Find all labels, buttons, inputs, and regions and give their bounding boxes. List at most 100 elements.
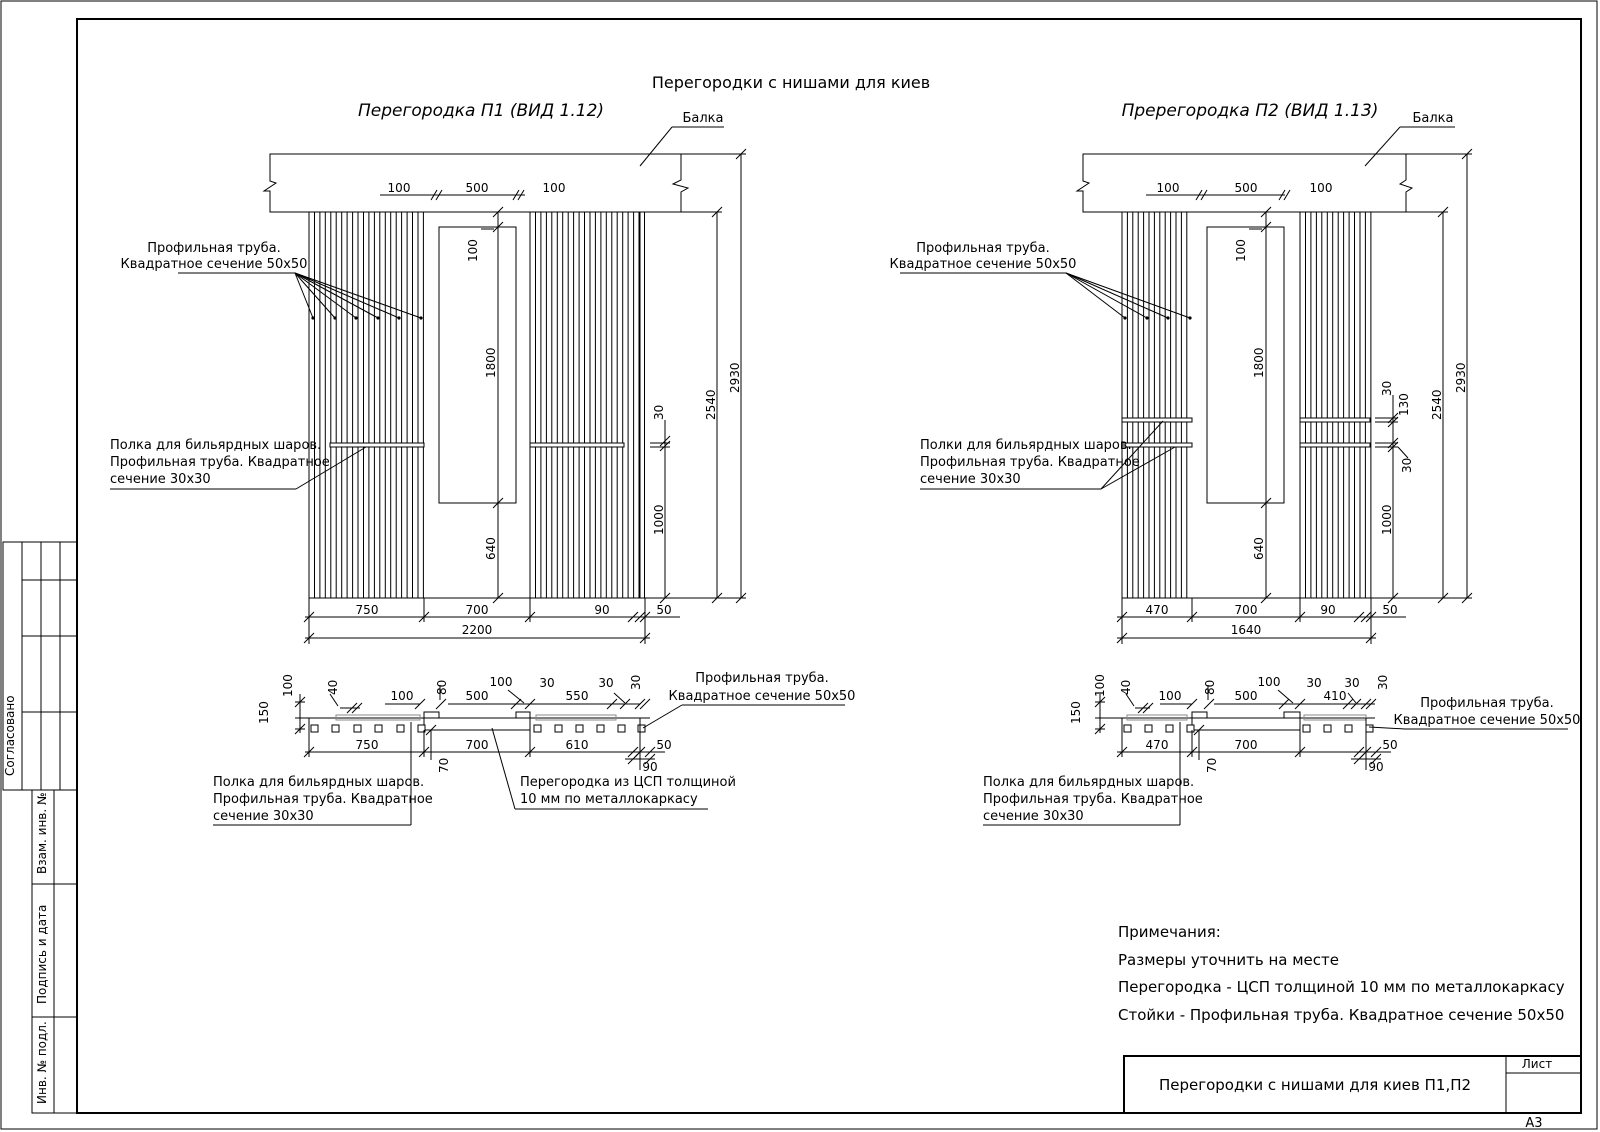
p2-dim-top-mid: 500	[1235, 181, 1258, 195]
plan-post	[596, 724, 605, 733]
p2-dim-shelf-b: 30	[1400, 458, 1414, 473]
notes-line-3: Стойки - Профильная труба. Квадратное се…	[1118, 1006, 1564, 1024]
p1-dim-bot-edge: 50	[656, 603, 671, 617]
plan-post	[1123, 724, 1132, 733]
plan-post	[637, 724, 646, 733]
p1-plan-dim-100b: 100	[490, 675, 513, 689]
p1-plan-dim-150: 150	[257, 701, 271, 724]
p1-dim-bot-right: 90	[594, 603, 609, 617]
p1-dim-niche-bottom: 640	[484, 537, 498, 560]
plan-post	[1144, 724, 1153, 733]
inner-frame	[76, 18, 1582, 1114]
p1-title: Перегородка П1 (ВИД 1.12)	[358, 101, 604, 121]
p2-tube-label-1: Профильная труба.	[916, 241, 1050, 256]
p2-plan-dim-30b: 30	[1344, 676, 1359, 690]
plan-post	[417, 724, 426, 733]
p1-shelf-left	[329, 442, 425, 448]
p2-plan-shelf-label-2: Профильная труба. Квадратное	[983, 792, 1203, 807]
p2-dim-niche-bottom: 640	[1252, 537, 1266, 560]
p1-tube-label-2: Квадратное сечение 50х50	[121, 257, 308, 272]
p1-plan-dim-750: 750	[356, 738, 379, 752]
p1-shelf-label-1: Полка для бильярдных шаров.	[110, 438, 321, 453]
p2-shelf-right-lower	[1299, 442, 1371, 448]
p1-dim-bot-left: 750	[356, 603, 379, 617]
notes: Примечания: Размеры уточнить на месте Пе…	[1118, 923, 1565, 1024]
p1-plan-panel-right	[535, 714, 617, 721]
p1-dim-top-left: 100	[388, 181, 411, 195]
p1-dim-niche-top: 100	[466, 239, 480, 262]
p1-plan-niche	[423, 711, 531, 731]
p2-dim-bot-edge: 50	[1382, 603, 1397, 617]
p1-plan-panel-label-2: 10 мм по металлокаркасу	[520, 792, 698, 807]
p1-plan-shelf-label-2: Профильная труба. Квадратное	[213, 792, 433, 807]
p2-dim-bot-mid: 700	[1235, 603, 1258, 617]
p1-shelf-label-3: сечение 30х30	[110, 472, 211, 487]
p2-plan-dim-100: 100	[1093, 674, 1107, 697]
plan-post	[1365, 724, 1374, 733]
stamp-sign-date: Подпись и дата	[35, 905, 49, 1004]
p1-dim-h-inner: 2540	[704, 389, 718, 420]
p1-tube-label-1: Профильная труба.	[147, 241, 281, 256]
p1-plan-dim-90: 90	[642, 760, 657, 774]
title-block-sheet: Лист	[1522, 1057, 1552, 1071]
notes-heading: Примечания:	[1118, 923, 1221, 941]
p2-plan-dim-100a: 100	[1159, 689, 1182, 703]
p2-plan-dim-90: 90	[1368, 760, 1383, 774]
p2-plan-shelf-label-3: сечение 30х30	[983, 809, 1084, 824]
p1-plan-tube-label-2: Квадратное сечение 50х50	[669, 689, 856, 704]
p1-plan-dim-100a: 100	[391, 689, 414, 703]
p2-dim-shelf-a: 30	[1380, 381, 1394, 396]
p2-dim-top-right: 100	[1310, 181, 1333, 195]
p2-dim-top-left: 100	[1157, 181, 1180, 195]
p1-dim-total-w: 2200	[462, 623, 493, 637]
p2-niche	[1206, 226, 1285, 504]
p1-plan: 150 100 40 100 80 500 100 30 550 30 30	[213, 671, 856, 826]
plan-post	[1165, 724, 1174, 733]
p1-plan-panel-left	[335, 714, 421, 721]
p2-plan-dim-30c: 30	[1376, 675, 1390, 690]
p1-dim-h-total: 2930	[728, 362, 742, 393]
p2-shelf-label-3: сечение 30х30	[920, 472, 1021, 487]
p1-dim-shelf-gap: 30	[652, 405, 666, 420]
p2-plan-dim-30a: 30	[1306, 676, 1321, 690]
p2-shelf-left-lower	[1121, 442, 1193, 448]
p2-shelf-left-upper	[1121, 417, 1193, 423]
title-block: Перегородки с нишами для киев П1,П2 Лист…	[1123, 1055, 1582, 1131]
p2-dim-niche-top: 100	[1234, 239, 1248, 262]
p2-plan-dim-410: 410	[1324, 689, 1347, 703]
p2-plan-panel-left	[1126, 714, 1188, 721]
p1-niche	[438, 226, 517, 504]
p2-title: Пререгородка П2 (ВИД 1.13)	[1122, 101, 1379, 121]
p2-plan: 150 100 40 100 80 500 100 30 410 30 30	[983, 674, 1580, 826]
p2-plan-dim-150: 150	[1069, 701, 1083, 724]
stamp-agreed: Согласовано	[3, 695, 17, 776]
p2-shelf-right-upper	[1299, 417, 1371, 423]
p2-plan-dim-100b: 100	[1258, 675, 1281, 689]
p1-dim-niche-h: 1800	[484, 347, 498, 378]
p1-plan-posts	[310, 724, 646, 733]
p2-dim-shelf-gap: 130	[1397, 393, 1411, 416]
p2-plan-dim-470: 470	[1146, 738, 1169, 752]
p1-dim-shelf-h: 1000	[652, 504, 666, 535]
p1-plan-dim-550: 550	[566, 689, 589, 703]
p1-elevation: Перегородка П1 (ВИД 1.12) Балка Профильн…	[110, 101, 747, 644]
stamp-inv-orig: Инв. № подл.	[35, 1021, 49, 1104]
p2-dim-total-w: 1640	[1231, 623, 1262, 637]
p1-dim-bot-mid: 700	[466, 603, 489, 617]
p1-left-posts	[308, 212, 424, 598]
p1-shelf-label-2: Профильная труба. Квадратное	[110, 455, 330, 470]
p2-shelf-label-2: Профильная труба. Квадратное	[920, 455, 1140, 470]
notes-line-1: Размеры уточнить на месте	[1118, 951, 1339, 969]
plan-post	[1323, 724, 1332, 733]
p1-plan-dim-30c: 30	[629, 675, 643, 690]
p2-plan-dim-80: 80	[1203, 680, 1217, 695]
plan-post	[575, 724, 584, 733]
p2-tube-label-2: Квадратное сечение 50х50	[890, 257, 1077, 272]
plan-post	[533, 724, 542, 733]
p2-plan-dim-70: 70	[1205, 758, 1219, 773]
p2-plan-shelf-label-1: Полка для бильярдных шаров.	[983, 775, 1194, 790]
p2-plan-panel-right	[1303, 714, 1367, 721]
p1-dim-top-right: 100	[543, 181, 566, 195]
